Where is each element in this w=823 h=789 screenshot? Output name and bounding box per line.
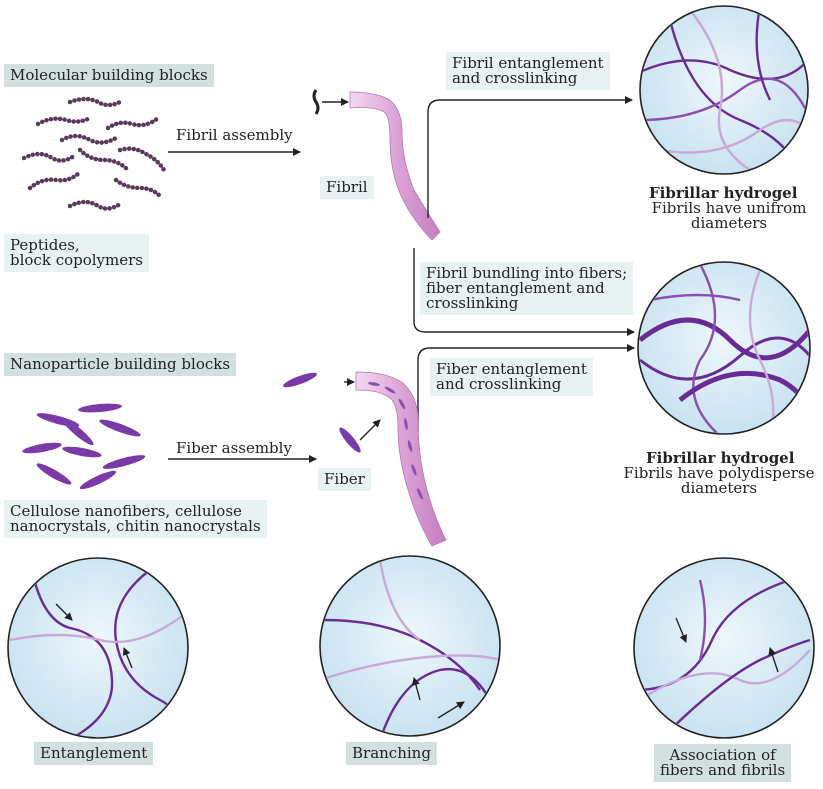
association-label: Association of fibers and fibrils — [654, 744, 791, 782]
hydrogel-circle-uniform — [640, 6, 808, 176]
fibril-label: Fibril — [320, 176, 374, 199]
particle-to-fiber-arrow-bottom — [360, 420, 380, 440]
fibril-strand-icon — [314, 90, 318, 114]
branching-circle — [320, 556, 500, 740]
hydrogel-circle-polydisperse — [638, 262, 810, 436]
fibril-entanglement-connector — [428, 100, 632, 218]
fiber-entanglement-label: Fiber entanglement and crosslinking — [430, 358, 593, 396]
peptides-label: Peptides, block copolymers — [4, 234, 149, 272]
fibrillar-hydrogel-1-desc: Fibrils have unifrom diameters — [649, 201, 809, 231]
molecular-blocks-label: Molecular building blocks — [4, 64, 214, 87]
fiber-label: Fiber — [318, 468, 371, 491]
entanglement-label: Entanglement — [34, 742, 153, 765]
fibril-bundling-label: Fibril bundling into fibers; fiber entan… — [420, 262, 633, 315]
fibril-entanglement-label: Fibril entanglement and crosslinking — [446, 52, 610, 90]
association-circle — [634, 558, 814, 740]
nanoparticle-blocks-label: Nanoparticle building blocks — [4, 353, 236, 376]
fibrillar-hydrogel-2-desc: Fibrils have polydisperse diameters — [614, 466, 823, 496]
branching-label: Branching — [346, 742, 437, 765]
fiber-assembly-label: Fiber assembly — [176, 441, 292, 456]
fibril-assembly-label: Fibril assembly — [176, 128, 293, 143]
nanoparticles — [22, 370, 364, 492]
fiber-ribbon — [356, 372, 446, 546]
entanglement-circle — [8, 558, 190, 744]
fibril-ribbon — [350, 92, 440, 240]
cellulose-label: Cellulose nanofibers, cellulose nanocrys… — [4, 500, 267, 538]
molecular-chains — [24, 99, 164, 209]
